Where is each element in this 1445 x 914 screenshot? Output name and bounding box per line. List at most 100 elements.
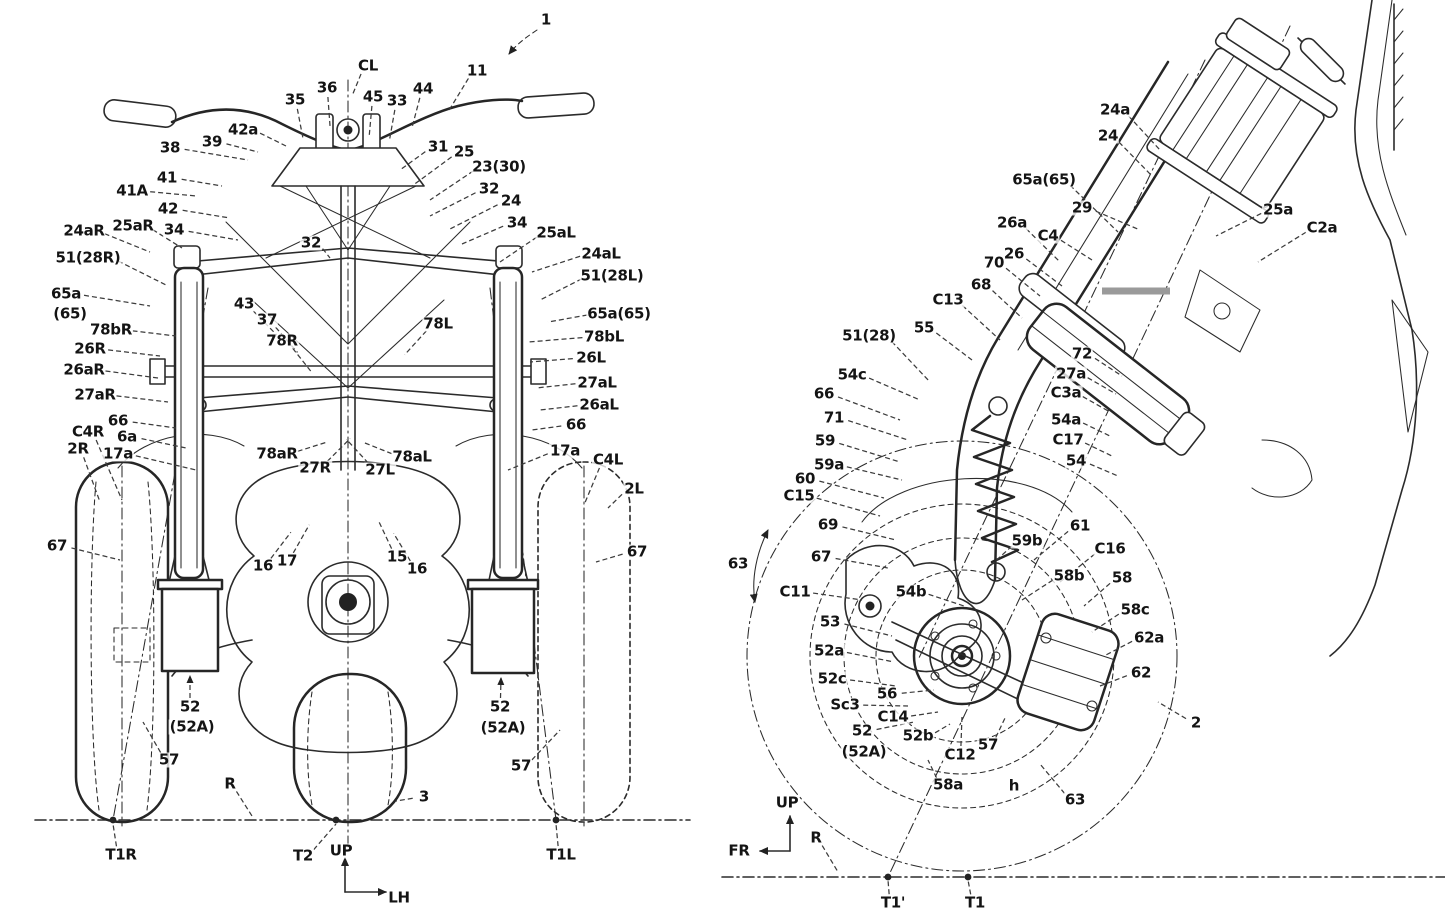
ref-label-c14: C14 xyxy=(876,707,910,726)
ref-label-25: 25 xyxy=(452,142,476,161)
ref-label-37: 37 xyxy=(255,310,279,329)
ref-label-17: 17 xyxy=(275,551,299,570)
ref-label-29: 29 xyxy=(1070,198,1094,217)
leader-line xyxy=(839,442,901,463)
ref-label-54: 54 xyxy=(1064,451,1088,470)
ref-label-43: 43 xyxy=(232,294,256,313)
leader-line xyxy=(995,715,1007,738)
leader-line xyxy=(116,395,169,403)
ref-label-35: 35 xyxy=(283,90,307,109)
leader-line xyxy=(1095,210,1141,231)
ref-label-52b: 52b xyxy=(901,726,935,745)
ref-label-66: 66 xyxy=(564,415,588,434)
ref-label-c15: C15 xyxy=(782,486,816,505)
leader-line xyxy=(531,729,561,761)
ref-label-54b: 54b xyxy=(894,582,928,601)
ref-label-65a65: 65a(65) xyxy=(1011,170,1077,189)
leader-line xyxy=(844,623,893,637)
ref-label-5128r: 51(28R) xyxy=(54,248,122,267)
ref-label-70: 70 xyxy=(982,253,1006,272)
leader-line xyxy=(595,553,623,563)
leader-line xyxy=(1099,675,1128,687)
leader-line xyxy=(132,421,177,429)
ref-label-sc3: Sc3 xyxy=(829,695,861,714)
ref-label-26l: 26L xyxy=(575,348,607,367)
ref-label-fr: FR xyxy=(727,841,751,860)
ref-label-63: 63 xyxy=(726,554,750,573)
leader-line xyxy=(842,526,897,541)
leader-line xyxy=(326,438,351,462)
ref-label-72: 72 xyxy=(1070,344,1094,363)
leader-line xyxy=(104,233,151,253)
ref-label-33: 33 xyxy=(385,91,409,110)
leader-line xyxy=(395,797,413,802)
leader-line xyxy=(429,170,474,201)
ref-label-54c: 54c xyxy=(836,365,868,384)
ref-label-68: 68 xyxy=(969,275,993,294)
ref-label-c11: C11 xyxy=(778,582,812,601)
ref-label-2l: 2L xyxy=(623,479,645,498)
ref-label-17a: 17a xyxy=(101,444,135,463)
ref-label-c13: C13 xyxy=(931,290,965,309)
leader-line xyxy=(351,73,362,97)
ref-label-53: 53 xyxy=(818,612,842,631)
shock-cylinder xyxy=(1025,302,1206,456)
ref-label-59a: 59a xyxy=(812,455,846,474)
ref-label-26al: 26aL xyxy=(578,395,620,414)
leader-line xyxy=(527,336,583,343)
leader-line xyxy=(108,349,161,357)
left-front-tire xyxy=(537,461,631,823)
leader-line xyxy=(547,314,588,323)
top-bridge xyxy=(271,147,425,187)
ref-label-t1l: T1L xyxy=(545,845,577,864)
ref-label-65a: 65a xyxy=(49,284,83,303)
ref-label-41: 41 xyxy=(155,168,179,187)
ref-label-t1: T1' xyxy=(879,893,907,912)
leader-line xyxy=(346,438,369,464)
ref-label-65: (65) xyxy=(52,304,88,323)
leader-line xyxy=(447,204,498,231)
unit-52-right xyxy=(160,587,220,673)
leader-line xyxy=(927,759,938,779)
ref-label-66: 66 xyxy=(106,411,130,430)
leader-line xyxy=(142,721,162,753)
ref-label-78r: 78R xyxy=(265,331,299,350)
steering-head-assembly xyxy=(1146,32,1338,224)
ref-label-25ar: 25aR xyxy=(111,216,155,235)
ref-label-26: 26 xyxy=(1002,244,1026,263)
leader-line xyxy=(71,547,121,561)
leader-line xyxy=(989,545,1013,567)
front-view-drawing xyxy=(34,29,691,896)
handlebar-grip-right xyxy=(103,99,177,128)
leader-line xyxy=(531,425,562,431)
leader-line xyxy=(1082,396,1111,413)
steering-column xyxy=(340,185,356,471)
ref-label-57: 57 xyxy=(509,756,533,775)
ref-label-2330: 23(30) xyxy=(471,157,527,176)
ref-label-c4: C4 xyxy=(1036,226,1060,245)
ref-label-67: 67 xyxy=(809,547,833,566)
leader-line xyxy=(901,689,935,694)
leader-line xyxy=(1082,422,1111,437)
ref-label-36: 36 xyxy=(315,78,339,97)
leader-line xyxy=(188,230,239,241)
ref-label-58b: 58b xyxy=(1052,566,1086,585)
leader-line xyxy=(1103,640,1133,657)
ref-label-c17: C17 xyxy=(1051,430,1085,449)
body-frame xyxy=(1329,0,1418,657)
ref-label-6a: 6a xyxy=(116,427,138,446)
handlebar-grip-left xyxy=(517,92,595,119)
left-shock-unit xyxy=(492,266,524,580)
ref-label-26a: 26a xyxy=(995,213,1029,232)
ref-label-t2: T2 xyxy=(291,846,315,865)
ref-label-59b: 59b xyxy=(1010,531,1044,550)
leader-line xyxy=(363,441,393,455)
leader-line xyxy=(529,357,573,363)
leader-line xyxy=(928,593,965,607)
ref-label-52a: (52A) xyxy=(479,718,527,737)
leader-line xyxy=(292,347,314,374)
ref-label-34: 34 xyxy=(505,213,529,232)
leader-line xyxy=(296,108,304,140)
